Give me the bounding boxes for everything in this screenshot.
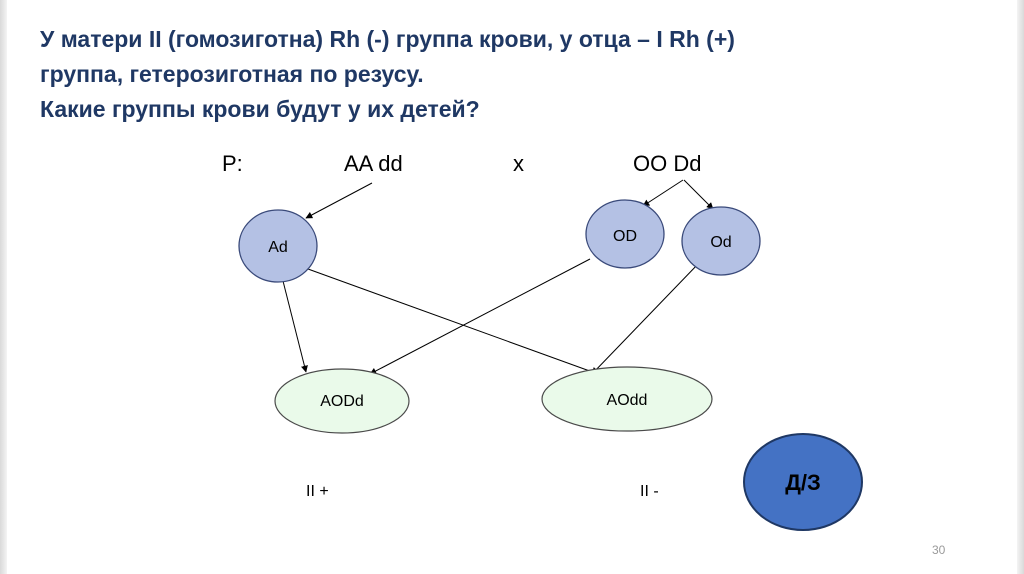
cross-sign: x — [513, 151, 524, 176]
offspring-1: AODd — [274, 368, 410, 434]
slide-frame-right — [1017, 0, 1024, 574]
title-line-1: У матери II (гомозиготна) Rh (-) группа … — [40, 26, 735, 52]
phenotype-child-2: II - — [640, 483, 659, 500]
arrow-ad-to-aodd-2 — [307, 268, 599, 376]
arrow-mother-to-gamete — [305, 182, 373, 219]
gamete-mother-label: Ad — [268, 239, 288, 256]
arrow-ad-to-aodd-1 — [282, 280, 308, 373]
gamete-father-2: Od — [681, 206, 761, 276]
offspring-2: AOdd — [541, 366, 713, 432]
slide-title: У матери II (гомозиготна) Rh (-) группа … — [40, 22, 1000, 127]
phenotype-child-1: II + — [306, 483, 329, 500]
arrow-od-to-aodd-1 — [369, 258, 591, 375]
page-number: 30 — [932, 543, 946, 557]
arrow-od-to-aodd-2 — [591, 262, 700, 375]
father-genotype: OO Dd — [633, 151, 702, 176]
homework-button[interactable]: Д/З — [743, 433, 863, 531]
slide-frame-left — [0, 0, 7, 574]
gamete-mother: Ad — [238, 209, 318, 283]
homework-button-label: Д/З — [785, 470, 821, 495]
offspring-1-label: AODd — [320, 393, 364, 410]
gamete-father-1: OD — [585, 199, 665, 269]
title-line-3: Какие группы крови будут у их детей? — [40, 96, 480, 122]
mother-genotype: AA dd — [344, 151, 403, 176]
offspring-2-label: AOdd — [607, 392, 648, 409]
gamete-father-2-label: Od — [710, 234, 731, 251]
arrow-father-to-od-lower — [683, 179, 714, 210]
title-line-2: группа, гетерозиготная по резусу. — [40, 61, 424, 87]
arrow-father-to-od — [642, 179, 684, 207]
gamete-father-1-label: OD — [613, 228, 637, 245]
parents-label: P: — [222, 151, 243, 176]
